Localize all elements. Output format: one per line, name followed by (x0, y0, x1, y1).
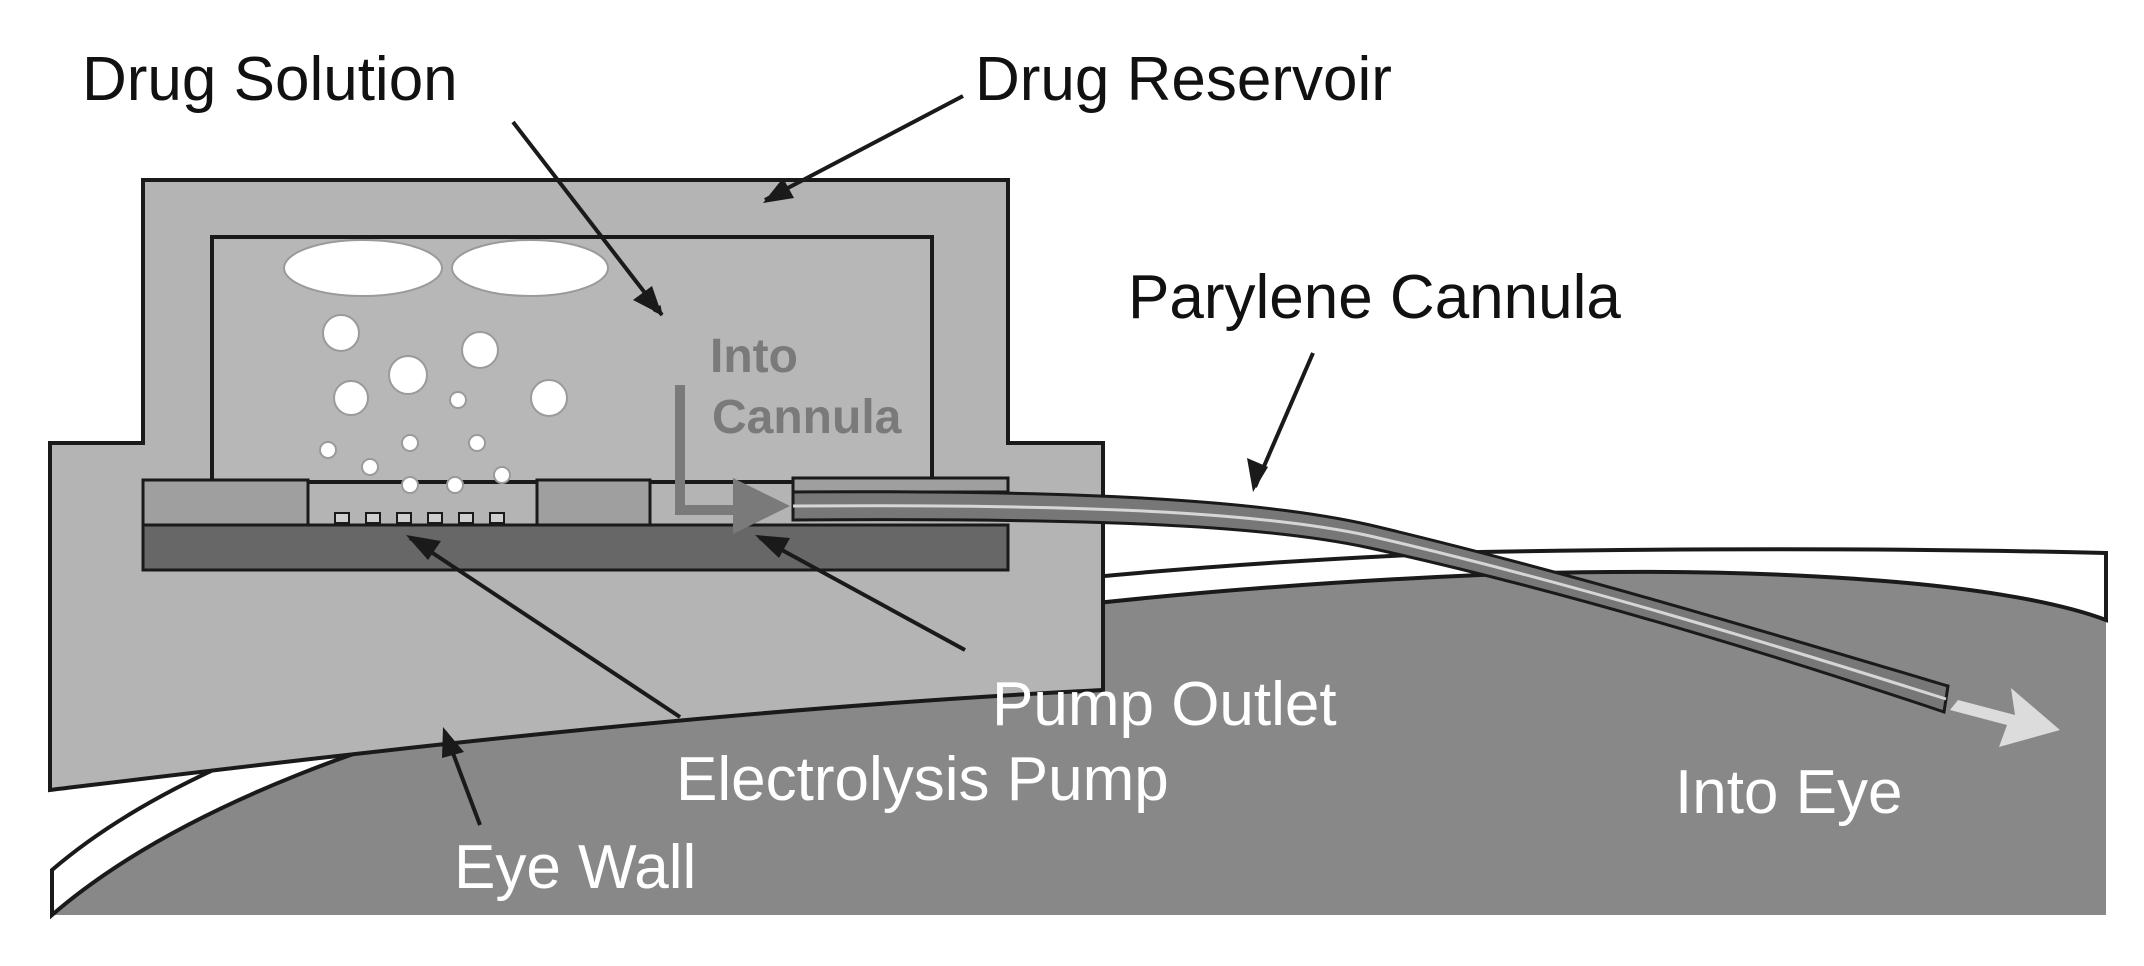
right-electrode-pad (535, 478, 652, 527)
into-eye-label: Into Eye (1675, 758, 1902, 827)
parylene-cannula-label: Parylene Cannula (1128, 263, 1621, 332)
cannula-lumen (792, 504, 1947, 701)
pump-outlet-label: Pump Outlet (992, 670, 1337, 739)
parylene-cannula-leader (1253, 352, 1315, 488)
eye-wall-arrowhead (442, 727, 464, 758)
drug-reservoir-arrowhead (763, 178, 794, 203)
into-label: Into (710, 330, 798, 383)
drug-solution-label: Drug Solution (82, 45, 458, 114)
electrolysis-pump-arrowhead (406, 535, 441, 560)
electrolysis-pump-leader (408, 536, 682, 719)
eye-interior (52, 572, 2106, 915)
pump-outlet-arrowhead (755, 535, 790, 558)
electrolysis-electrodes (334, 512, 505, 524)
electrolysis-pump-label: Electrolysis Pump (676, 745, 1169, 814)
cannula-label: Cannula (712, 391, 902, 444)
outlet-pad (791, 476, 1010, 494)
into-eye-flow-arrow (1950, 688, 2060, 747)
pump-outlet-leader (759, 536, 966, 652)
drug-solution-leader (511, 120, 664, 317)
drug-reservoir-leader (764, 94, 964, 202)
drug-reservoir-label: Drug Reservoir (975, 45, 1392, 114)
parylene-cannula-arrowhead (1247, 458, 1268, 492)
gas-bubbles (283, 239, 609, 494)
eye-wall-label: Eye Wall (454, 833, 696, 902)
left-electrode-pad (141, 478, 310, 527)
into-cannula-flow-arrow (675, 385, 740, 515)
pump-substrate (141, 523, 1010, 572)
into-cannula-arrowhead (733, 478, 790, 534)
drug-solution-arrowhead (633, 286, 662, 315)
